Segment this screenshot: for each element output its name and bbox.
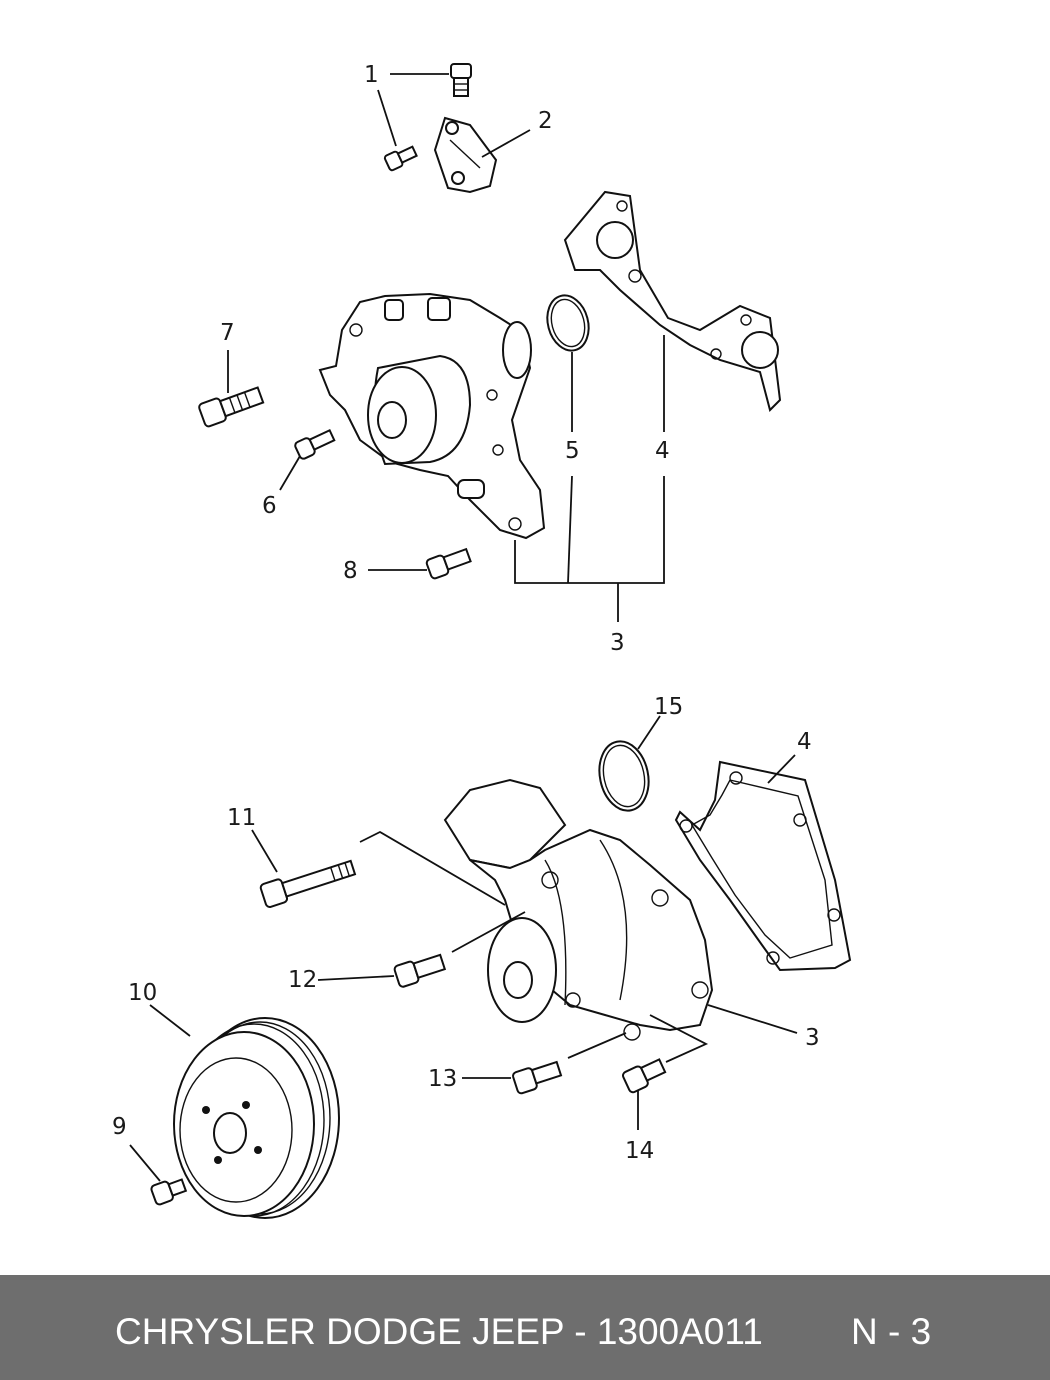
water-pump-top: [318, 292, 546, 540]
footer-page-number: N - 3: [851, 1311, 932, 1352]
callout-6: 6: [262, 493, 277, 519]
footer-part-title: CHRYSLER DODGE JEEP - 1300A011: [115, 1311, 763, 1352]
footer-bar: CHRYSLER DODGE JEEP - 1300A011 N - 3: [0, 1275, 1050, 1380]
bolt-part-1: [450, 63, 472, 97]
callout-7: 7: [220, 320, 235, 346]
gasket-part-4-bottom: [674, 760, 852, 972]
callout-4-top: 4: [655, 438, 670, 464]
bolt-part-6: [294, 428, 336, 460]
bolt-part-11: [259, 859, 357, 908]
callout-12: 12: [288, 967, 317, 993]
callout-3-top: 3: [610, 630, 625, 656]
gasket-part-4-top: [563, 190, 782, 412]
bracket-part-2: [433, 116, 498, 194]
callout-3-bottom: 3: [805, 1025, 820, 1051]
callout-13: 13: [428, 1066, 457, 1092]
parts-diagram: 1 2 7 5 4 6 8 3 15 4 11 12 10 3 13 9 14: [112, 62, 852, 1219]
callout-8: 8: [343, 558, 358, 584]
callout-15: 15: [654, 694, 683, 720]
callout-14: 14: [625, 1138, 654, 1164]
pulley-part-10: [173, 1017, 340, 1219]
callout-1: 1: [364, 62, 379, 88]
bolt-part-1b: [383, 145, 418, 172]
bolt-part-9: [150, 1178, 188, 1206]
water-pump-bottom: [443, 778, 714, 1041]
callout-5: 5: [565, 438, 580, 464]
o-ring-part-5: [546, 294, 590, 352]
callout-4-bottom: 4: [797, 729, 812, 755]
callout-9: 9: [112, 1114, 127, 1140]
o-ring-part-15: [598, 740, 650, 812]
bolt-part-14: [622, 1058, 667, 1094]
bolt-part-8: [425, 547, 472, 580]
callout-10: 10: [128, 980, 157, 1006]
bolt-part-13: [512, 1060, 563, 1095]
callout-11: 11: [227, 805, 256, 831]
callout-2: 2: [538, 108, 553, 134]
bolt-part-12: [393, 953, 447, 988]
bolt-part-7: [198, 386, 265, 428]
